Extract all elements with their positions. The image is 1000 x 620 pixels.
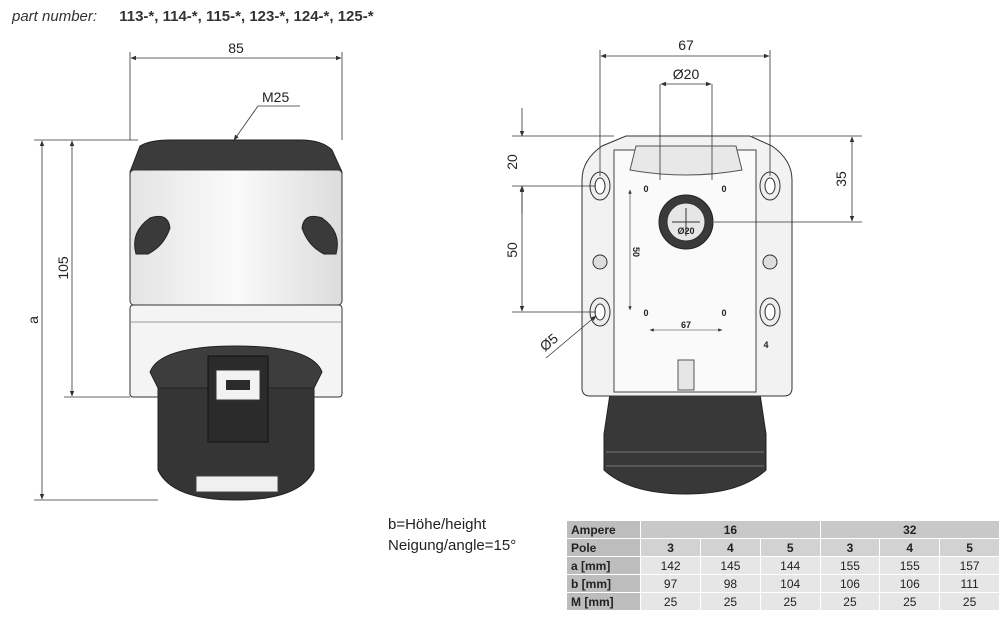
side-view-right-hole (301, 215, 338, 255)
top-offset-dim: 20 (504, 154, 520, 170)
table-row-ampere: Ampere 16 32 (565, 520, 1000, 539)
table-cell: 111 (939, 574, 1000, 593)
table-cell: 145 (699, 556, 761, 575)
dimension-table: Ampere 16 32 Pole 3 4 5 3 4 5 a [mm] 142… (565, 520, 1000, 611)
mount-hole-dim: Ø5 (536, 330, 561, 354)
side-view-top-cap (129, 139, 343, 173)
note-height: b=Höhe/height (388, 516, 486, 533)
table-cell: 25 (879, 592, 941, 611)
table-cell: 104 (759, 574, 821, 593)
notes: b=Höhe/height Neigung/angle=15° (388, 514, 516, 556)
table-cell: 25 (640, 592, 701, 611)
inner-width-dim: 67 (681, 320, 691, 330)
side-height-dim: 105 (55, 256, 71, 280)
table-row: M [mm] 25 25 25 25 25 25 (565, 592, 1000, 611)
table-cell: 106 (819, 574, 881, 593)
center-offset-dim: 35 (833, 171, 849, 187)
table-cell: 25 (699, 592, 761, 611)
ampere-32: 32 (819, 520, 1000, 539)
front-view-socket (603, 393, 767, 495)
side-view-socket-face (195, 475, 279, 493)
table-cell: 157 (939, 556, 1000, 575)
front-view: Ø20 0 0 0 0 4 67 50 67 (504, 37, 862, 495)
side-width-dim: 85 (228, 40, 244, 56)
table-row-pole: Pole 3 4 5 3 4 5 (565, 538, 1000, 557)
table-cell: 97 (640, 574, 701, 593)
side-view-left-hole (134, 215, 171, 255)
pole-cell: 3 (819, 538, 881, 557)
pole-cell: 3 (640, 538, 701, 557)
center-hole-label: Ø20 (677, 226, 694, 236)
mark-0-a: 0 (643, 184, 648, 194)
pole-cell: 4 (699, 538, 761, 557)
thread-dim: M25 (262, 89, 289, 105)
side-view: 85 M25 105 a (25, 40, 343, 501)
pole-cell: 5 (759, 538, 821, 557)
pole-cell: 5 (939, 538, 1000, 557)
table-cell: 142 (640, 556, 701, 575)
table-cell: 25 (759, 592, 821, 611)
side-view-lid-latch (215, 369, 261, 401)
ampere-label: Ampere (565, 520, 642, 539)
table-row: b [mm] 97 98 104 106 106 111 (565, 574, 1000, 593)
overall-dim-a: a (25, 316, 41, 324)
front-width-dim: 67 (678, 37, 694, 53)
ampere-16: 16 (640, 520, 821, 539)
table-cell: 106 (879, 574, 941, 593)
table-row: a [mm] 142 145 144 155 155 157 (565, 556, 1000, 575)
hole-spacing-dim: 50 (504, 242, 520, 258)
table-cell: 98 (699, 574, 761, 593)
table-cell: 144 (759, 556, 821, 575)
side-view-socket (157, 387, 315, 501)
mark-0-b: 0 (721, 184, 726, 194)
pole-label: Pole (565, 538, 642, 557)
row-label: M [mm] (565, 592, 642, 611)
note-angle: Neigung/angle=15° (388, 537, 517, 554)
pole-cell: 4 (879, 538, 941, 557)
mark-4: 4 (763, 340, 768, 350)
mark-0-d: 0 (721, 308, 726, 318)
hole-diameter-dim: Ø20 (673, 66, 700, 82)
part-number-header: part number: 113-*, 114-*, 115-*, 123-*,… (12, 8, 374, 25)
mark-0-c: 0 (643, 308, 648, 318)
row-label: a [mm] (565, 556, 642, 575)
table-cell: 155 (879, 556, 941, 575)
table-cell: 25 (819, 592, 881, 611)
table-cell: 25 (939, 592, 1000, 611)
front-view-mounting-holes (589, 171, 781, 327)
part-number-label: part number: (12, 8, 98, 25)
part-number-value: 113-*, 114-*, 115-*, 123-*, 124-*, 125-* (119, 8, 374, 25)
row-label: b [mm] (565, 574, 642, 593)
front-view-inner-box (613, 149, 757, 393)
table-cell: 155 (819, 556, 881, 575)
inner-height-dim: 50 (631, 247, 641, 257)
